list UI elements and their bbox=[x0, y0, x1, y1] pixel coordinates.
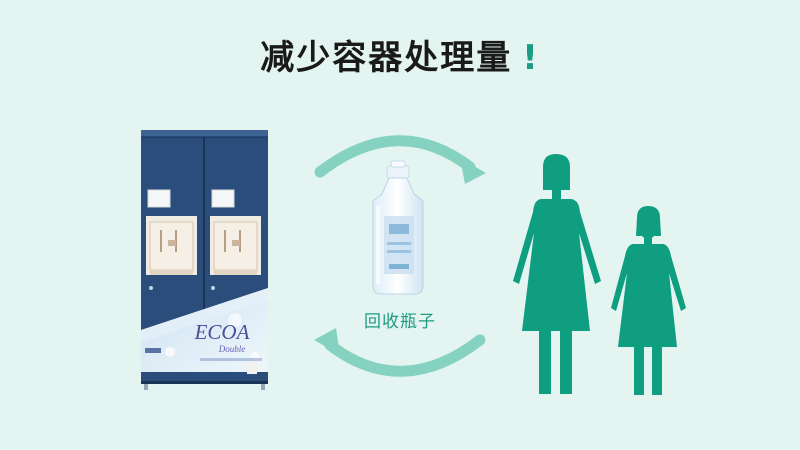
right-dispense-bay bbox=[210, 216, 261, 275]
right-display bbox=[211, 189, 235, 208]
bottle-caption: 回收瓶子 bbox=[364, 312, 436, 332]
headline-text: 减少容器处理量 bbox=[260, 38, 513, 78]
cycle-arrow-icon bbox=[314, 135, 486, 377]
vending-machine: ECOA Double bbox=[141, 130, 268, 390]
machine-brand-text: ECOA bbox=[194, 320, 250, 344]
woman-silhouette-icon bbox=[513, 154, 601, 394]
maker-logo bbox=[145, 348, 161, 353]
girl-silhouette-icon bbox=[611, 206, 686, 395]
left-dispense-bay bbox=[146, 216, 197, 275]
water-bottle-icon bbox=[372, 160, 424, 295]
exclamation-mark: ! bbox=[522, 38, 540, 78]
machine-subbrand-text: Double bbox=[218, 344, 246, 354]
headline: 减少容器处理量! bbox=[0, 30, 800, 79]
left-display bbox=[147, 189, 171, 208]
